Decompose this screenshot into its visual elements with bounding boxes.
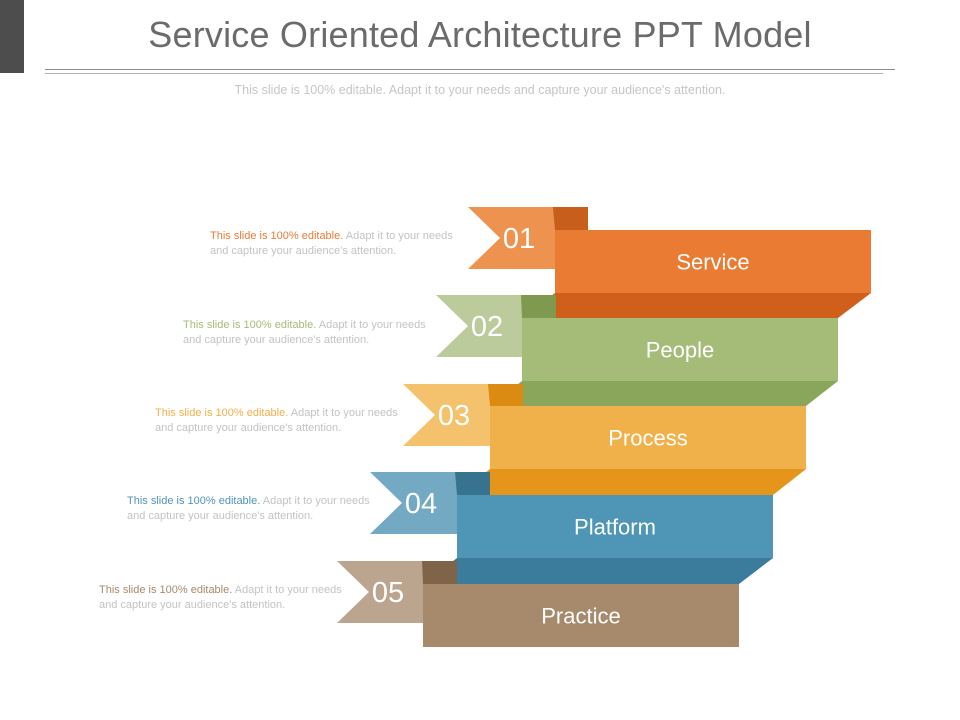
step-03-label: Process	[608, 426, 687, 451]
step-01-description-highlight: This slide is 100% editable.	[210, 230, 344, 242]
step-04-box	[457, 495, 773, 558]
title-divider	[45, 69, 895, 70]
step-05-tab-fold	[422, 561, 457, 584]
step-05-description-highlight: This slide is 100% editable.	[99, 584, 233, 596]
step-01-description-text: Adapt it to your needs and capture your …	[210, 230, 453, 257]
title-divider-secondary	[45, 73, 883, 74]
step-05-label: Practice	[541, 604, 620, 629]
step-01-description: This slide is 100% editable. Adapt it to…	[210, 229, 460, 259]
step-02-tab-fold	[521, 295, 556, 318]
step-01-box-group: Service 01	[503, 223, 871, 293]
step-04-number: 04	[405, 488, 437, 520]
step-01-label: Service	[676, 250, 749, 275]
step-01-box	[555, 230, 871, 293]
step-04-description-highlight: This slide is 100% editable.	[127, 495, 261, 507]
step-02-label: People	[646, 338, 715, 363]
step-03-description: This slide is 100% editable. Adapt it to…	[155, 406, 405, 436]
step-02-box	[522, 318, 838, 381]
step-04-description-text: Adapt it to your needs and capture your …	[127, 495, 370, 522]
step-04-box-group: Platform 04	[405, 488, 773, 558]
step-05-box-group: Practice 05	[372, 577, 739, 647]
page-subtitle: This slide is 100% editable. Adapt it to…	[234, 83, 726, 97]
step-02-fold	[490, 381, 838, 406]
step-03-box	[490, 406, 806, 469]
step-04-label: Platform	[574, 515, 656, 540]
step-04-fold	[423, 558, 773, 584]
step-05-description-text: Adapt it to your needs and capture your …	[99, 584, 342, 611]
step-02-box-group: People 02	[471, 311, 838, 381]
step-01-fold	[522, 293, 871, 318]
corner-accent-bar	[0, 0, 24, 73]
step-01-number: 01	[503, 223, 535, 255]
step-04-description: This slide is 100% editable. Adapt it to…	[127, 494, 377, 524]
step-02-description-highlight: This slide is 100% editable.	[183, 319, 317, 331]
step-03-fold	[457, 469, 806, 495]
page-title: Service Oriented Architecture PPT Model	[148, 14, 812, 55]
step-03-tab-fold	[488, 384, 523, 406]
step-03-description-text: Adapt it to your needs and capture your …	[155, 407, 398, 434]
step-02-number: 02	[471, 311, 503, 343]
step-03-number: 03	[438, 400, 470, 432]
step-03-box-group: Process 03	[438, 400, 806, 469]
step-03-description-highlight: This slide is 100% editable.	[155, 407, 289, 419]
step-02-description-text: Adapt it to your needs and capture your …	[183, 319, 426, 346]
step-05-description: This slide is 100% editable. Adapt it to…	[99, 583, 349, 613]
step-05-box	[423, 584, 739, 647]
step-01-tab-fold	[553, 207, 588, 230]
step-02-description: This slide is 100% editable. Adapt it to…	[183, 318, 433, 348]
step-05-number: 05	[372, 577, 404, 609]
step-04-tab-fold	[455, 472, 490, 495]
